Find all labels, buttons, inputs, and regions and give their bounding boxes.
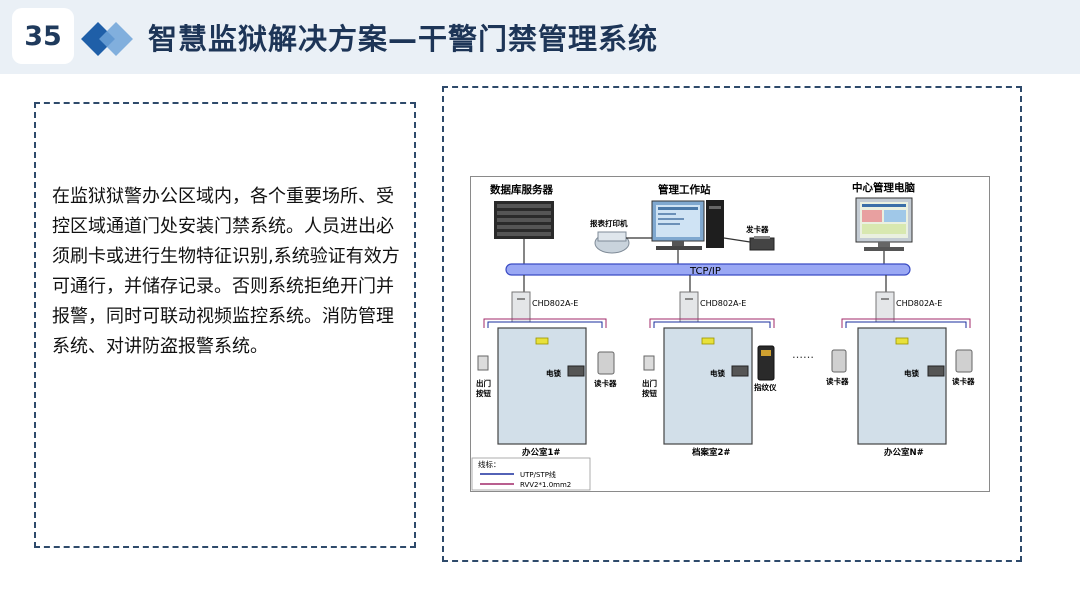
legend: 线标： UTP/STP线 RVV2*1.0mm2 bbox=[471, 457, 591, 491]
exit-button-label: 按钮 bbox=[476, 388, 491, 398]
diamond-icon bbox=[99, 22, 133, 56]
reader-label: 读卡器 bbox=[594, 378, 617, 388]
workstation-icon bbox=[651, 200, 724, 250]
card-issuer-label: 发卡器 bbox=[745, 224, 769, 234]
central-pc-label: 中心管理电脑 bbox=[852, 181, 915, 194]
central-pc-icon bbox=[855, 197, 913, 251]
exit-button-label: 按钮 bbox=[642, 388, 657, 398]
lock-label: 电锁 bbox=[710, 368, 725, 378]
network-label: TCP/IP bbox=[689, 266, 721, 277]
lock-label: 电锁 bbox=[904, 368, 919, 378]
db-server-label: 数据库服务器 bbox=[489, 183, 553, 196]
printer-label: 报表打印机 bbox=[590, 218, 628, 228]
dots-label: …… bbox=[792, 348, 814, 361]
room-label: 办公室1# bbox=[522, 447, 561, 458]
room-label: 办公室N# bbox=[884, 447, 924, 458]
description-text: 在监狱狱警办公区域内，各个重要场所、受控区域通道门处安装门禁系统。人员进出必须刷… bbox=[52, 186, 400, 357]
description-panel: 在监狱狱警办公区域内，各个重要场所、受控区域通道门处安装门禁系统。人员进出必须刷… bbox=[34, 102, 416, 548]
workstation-label: 管理工作站 bbox=[658, 183, 711, 196]
room-2: CHD802A-E 出门 按钮 电锁 指纹仪 档案室2# bbox=[642, 291, 777, 458]
controller-label: CHD802A-E bbox=[532, 299, 578, 308]
header-bar: 35 智慧监狱解决方案—干警门禁管理系统 bbox=[0, 0, 1080, 74]
lock-label: 电锁 bbox=[546, 368, 561, 378]
reader-label: 读卡器 bbox=[826, 376, 849, 386]
room-label: 档案室2# bbox=[692, 447, 731, 458]
exit-button-label: 出门 bbox=[476, 378, 491, 388]
controller-label: CHD802A-E bbox=[896, 299, 942, 308]
exit-button-label: 出门 bbox=[642, 378, 657, 388]
fingerprint-label: 指纹仪 bbox=[754, 382, 777, 392]
server-icon bbox=[494, 201, 554, 239]
room-1: CHD802A-E 出门 按钮 电锁 读卡器 办公室1# bbox=[476, 291, 617, 458]
legend-title: 线标： bbox=[478, 459, 501, 469]
page-number: 35 bbox=[12, 8, 74, 64]
legend-utp: UTP/STP线 bbox=[520, 470, 556, 479]
tcpip-bus bbox=[505, 263, 911, 276]
printer-icon bbox=[594, 231, 630, 254]
reader-label: 读卡器 bbox=[952, 376, 975, 386]
diagram-panel bbox=[442, 86, 1022, 562]
page-title: 智慧监狱解决方案—干警门禁管理系统 bbox=[148, 22, 659, 56]
room-n: CHD802A-E 读卡器 电锁 读卡器 办公室N# bbox=[826, 291, 975, 458]
legend-rvv: RVV2*1.0mm2 bbox=[520, 481, 571, 489]
controller-label: CHD802A-E bbox=[700, 299, 746, 308]
access-control-diagram: 数据库服务器 管理工作站 中心管理电脑 报表打印机 发卡器 bbox=[470, 176, 990, 492]
card-issuer-icon bbox=[749, 236, 775, 251]
